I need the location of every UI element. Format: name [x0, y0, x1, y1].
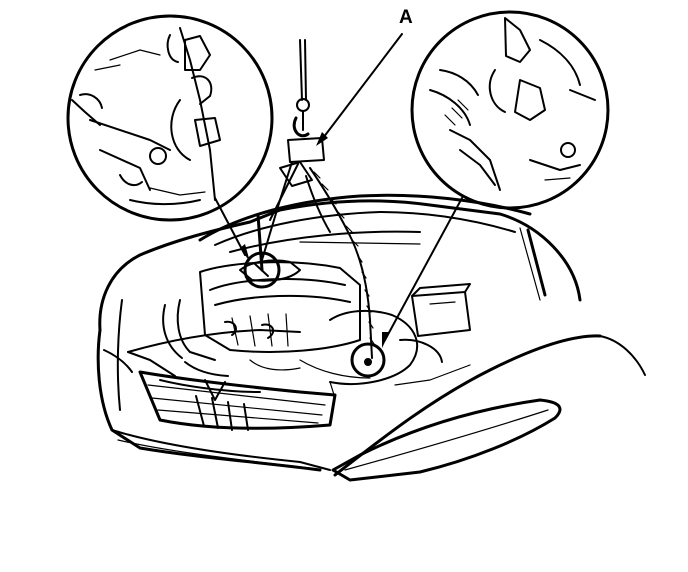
engine-compartment — [159, 259, 471, 399]
callout-a-label: A — [399, 7, 413, 28]
chain-hoist — [261, 39, 375, 359]
left-detail-magnifier — [66, 14, 274, 262]
attachment-points — [243, 251, 386, 378]
callout-a-leader — [316, 33, 403, 146]
right-detail-magnifier — [382, 10, 610, 348]
car-body — [96, 199, 646, 482]
